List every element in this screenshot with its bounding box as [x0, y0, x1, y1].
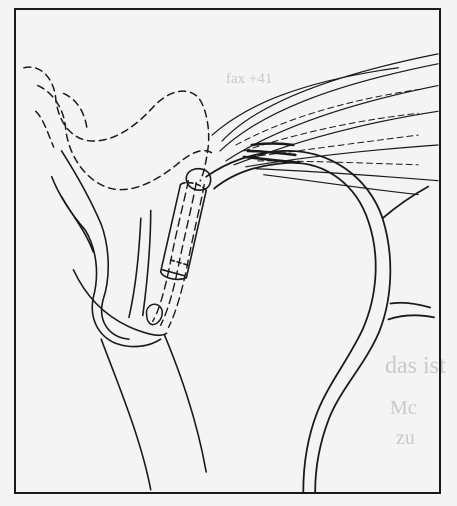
- tendon-sheath-cylinder: [161, 183, 207, 280]
- tendon-anchor-loop: [186, 169, 210, 190]
- glenoid-scapula-outline: [52, 151, 207, 490]
- humeral-head-outline: [206, 151, 434, 492]
- biceps-tendon-long-head: [153, 181, 205, 328]
- labral-loop: [146, 304, 162, 324]
- rotator-cuff-muscle-fibers: [212, 54, 438, 195]
- acromion-dashed-outline: [24, 67, 212, 190]
- shoulder-joint-illustration: [16, 10, 439, 492]
- illustration-frame: [14, 8, 441, 494]
